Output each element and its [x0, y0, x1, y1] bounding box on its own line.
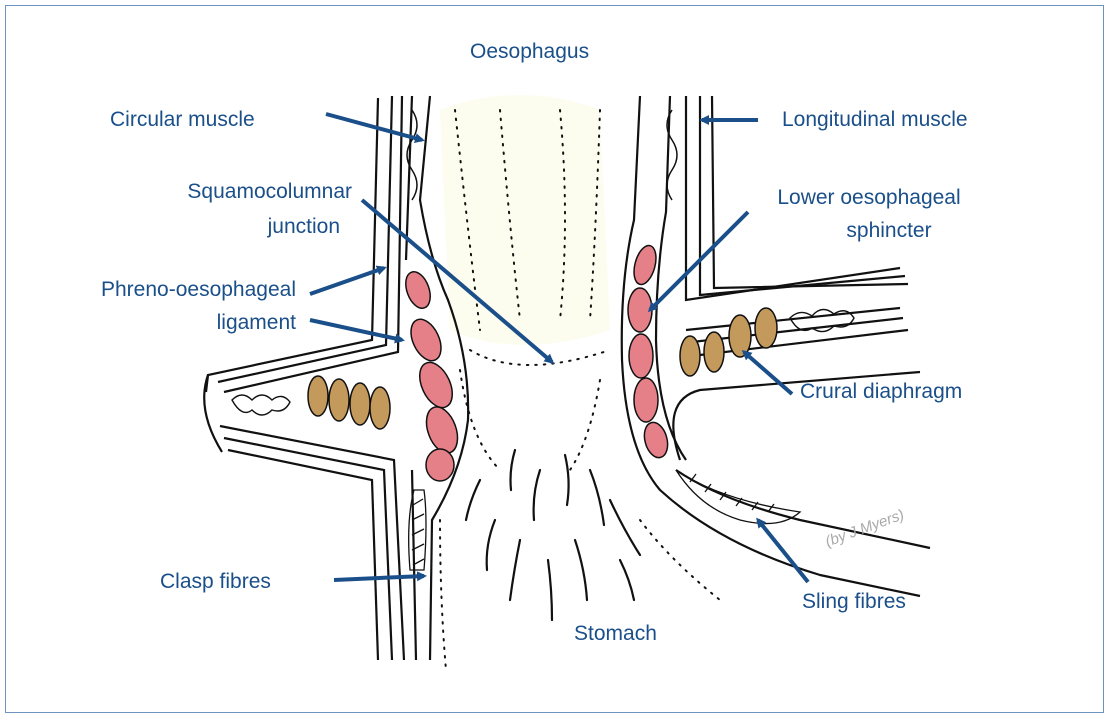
label-phreno-line2: ligament: [26, 309, 296, 336]
oesophageal-lumen: [440, 95, 610, 345]
right-sphincter-muscle: [628, 243, 671, 460]
label-phreno-line1: Phreno-oesophageal: [26, 276, 296, 303]
left-fat-tissue: [232, 395, 290, 415]
label-longitudinal-muscle: Longitudinal muscle: [782, 106, 968, 133]
label-squamocolumnar-line2: junction: [104, 213, 352, 240]
label-lower-sphincter-line2: sphincter: [748, 217, 990, 244]
arrow-circular-muscle: [326, 114, 422, 140]
left-crural-muscle: [308, 376, 390, 429]
label-phreno-oesophageal-ligament: Phreno-oesophageal ligament: [26, 276, 296, 336]
label-squamocolumnar-line1: Squamocolumnar: [104, 178, 352, 205]
label-crural-diaphragm: Crural diaphragm: [800, 378, 962, 405]
label-circular-muscle: Circular muscle: [110, 106, 255, 133]
label-lower-sphincter-line1: Lower oesophageal: [748, 184, 990, 211]
stomach-mucosal-folds: [466, 450, 640, 620]
label-stomach: Stomach: [574, 620, 657, 647]
arrow-phreno-ligament-lower: [310, 320, 402, 340]
clasp-fibres-bundle: [409, 490, 426, 570]
label-squamocolumnar-junction: Squamocolumnar junction: [104, 178, 352, 240]
label-sling-fibres: Sling fibres: [802, 588, 906, 615]
label-lower-oesophageal-sphincter: Lower oesophageal sphincter: [748, 184, 990, 244]
label-clasp-fibres: Clasp fibres: [160, 568, 271, 595]
arrow-sling-fibres: [758, 520, 808, 582]
label-oesophagus: Oesophagus: [470, 38, 589, 65]
arrow-clasp-fibres: [334, 576, 424, 580]
arrow-crural-diaphragm: [744, 352, 792, 394]
